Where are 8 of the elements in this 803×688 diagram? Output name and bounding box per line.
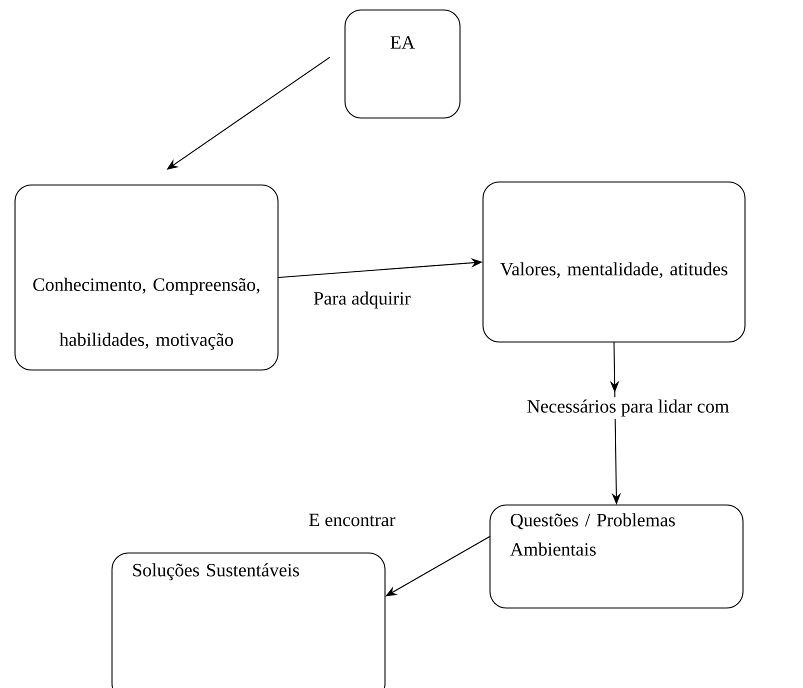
edge-label: Necessários para lidar com xyxy=(524,397,732,419)
process-box: Valores, mentalidade, atitudes xyxy=(482,181,746,343)
process-box: EA xyxy=(344,9,461,119)
edge-label: E encontrar xyxy=(306,511,398,529)
process-box: Soluções Sustentáveis xyxy=(111,552,386,688)
edge-label: Para adquirir xyxy=(311,289,413,311)
process-box: Conhecimento, Compreensão, habilidades, motivação xyxy=(14,184,279,371)
process-box: Questões / Problemas Ambientais xyxy=(489,504,744,609)
